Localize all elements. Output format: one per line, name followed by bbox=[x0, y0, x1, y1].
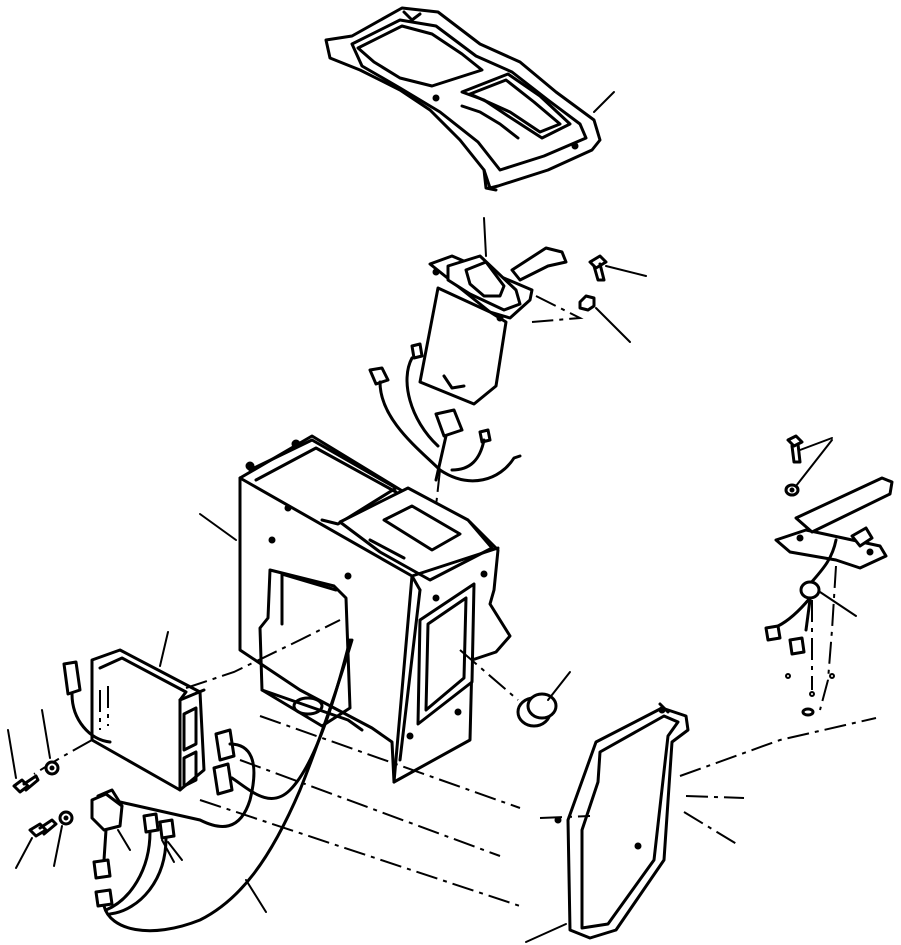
guide-lines bbox=[785, 565, 837, 717]
side-cover bbox=[525, 702, 877, 943]
bolt bbox=[588, 254, 647, 282]
guide-lines bbox=[199, 715, 521, 907]
pedal bbox=[764, 476, 894, 656]
leader-line bbox=[593, 91, 615, 113]
nut bbox=[531, 294, 631, 343]
console-frame bbox=[199, 434, 512, 784]
harness bbox=[118, 638, 352, 828]
bolt-small bbox=[784, 434, 833, 497]
relay bbox=[90, 638, 354, 933]
washer bbox=[53, 810, 74, 867]
cap bbox=[459, 649, 571, 728]
washer bbox=[41, 709, 60, 776]
upper-cover bbox=[324, 6, 615, 192]
bolt-small bbox=[7, 729, 40, 794]
bolt-small bbox=[15, 818, 58, 869]
controller bbox=[33, 619, 341, 792]
shift-lever bbox=[418, 217, 568, 406]
